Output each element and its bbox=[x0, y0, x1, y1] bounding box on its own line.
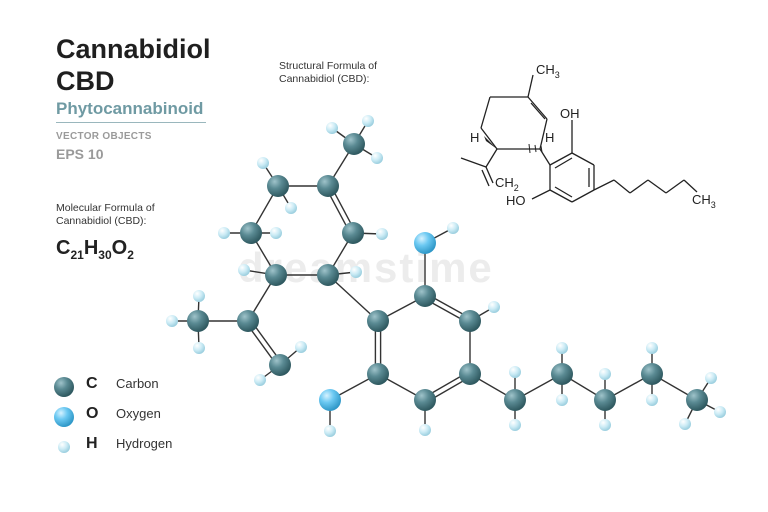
subtitle: Phytocannabinoid bbox=[56, 99, 204, 118]
wedge-left bbox=[484, 136, 497, 149]
hydrogen-atom bbox=[238, 264, 250, 276]
structural-formula-label: Structural Formula of Cannabidiol (CBD): bbox=[279, 60, 377, 86]
hydrogen-atom bbox=[599, 419, 611, 431]
hydrogen-atom bbox=[324, 425, 336, 437]
carbon-atom bbox=[414, 285, 436, 307]
hash-right bbox=[528, 143, 543, 154]
carbon-atom bbox=[187, 310, 209, 332]
carbon-atom bbox=[641, 363, 663, 385]
carbon-atom bbox=[342, 222, 364, 244]
formula-c: C bbox=[56, 237, 71, 259]
legend-carbon-symbol: C bbox=[86, 375, 98, 392]
hydrogen-atom bbox=[254, 374, 266, 386]
formula-c-count: 21 bbox=[70, 248, 84, 262]
molecular-formula-label-line-2: Cannabidiol (CBD): bbox=[56, 215, 147, 227]
hydrogen-atom bbox=[257, 157, 269, 169]
oxygen-swatch bbox=[54, 407, 74, 427]
hydrogen-atom bbox=[193, 290, 205, 302]
molecular-formula-label: Molecular Formula of Cannabidiol (CBD): bbox=[56, 202, 155, 228]
label-ho: HO bbox=[506, 193, 526, 208]
carbon-swatch bbox=[54, 377, 74, 397]
legend-carbon-name: Carbon bbox=[116, 376, 159, 391]
hydrogen-atom bbox=[285, 202, 297, 214]
title-line-1: Cannabidiol bbox=[56, 34, 211, 64]
label-oh: OH bbox=[560, 106, 580, 121]
formula-o-count: 2 bbox=[127, 248, 134, 262]
hydrogen-atom bbox=[705, 372, 717, 384]
carbon-atom bbox=[594, 389, 616, 411]
hydrogen-atom bbox=[646, 342, 658, 354]
label-ch2: CH2 bbox=[495, 175, 519, 193]
carbon-atom bbox=[237, 310, 259, 332]
legend-hydrogen-name: Hydrogen bbox=[116, 436, 173, 451]
carbon-atom bbox=[265, 264, 287, 286]
structural-formula-label-line-2: Cannabidiol (CBD): bbox=[279, 73, 370, 85]
carbon-atom bbox=[267, 175, 289, 197]
hydrogen-atom bbox=[270, 227, 282, 239]
label-h-right: H bbox=[545, 130, 554, 145]
legend-oxygen-symbol: O bbox=[86, 405, 99, 422]
hydrogen-atom bbox=[714, 406, 726, 418]
formula-h: H bbox=[83, 237, 99, 259]
carbon-atom bbox=[459, 363, 481, 385]
hydrogen-atom bbox=[376, 228, 388, 240]
hydrogen-atom bbox=[509, 419, 521, 431]
hydrogen-atom bbox=[447, 222, 459, 234]
carbon-atom bbox=[367, 363, 389, 385]
carbon-atom bbox=[343, 133, 365, 155]
hydrogen-atom bbox=[679, 418, 691, 430]
single-bond bbox=[327, 274, 379, 322]
hydrogen-atom bbox=[599, 368, 611, 380]
hydrogen-atom bbox=[419, 424, 431, 436]
carbon-atom bbox=[240, 222, 262, 244]
molecular-formula-label-line-1: Molecular Formula of bbox=[56, 202, 155, 214]
carbon-atom bbox=[504, 389, 526, 411]
label-h-left: H bbox=[470, 130, 479, 145]
hydrogen-atom bbox=[218, 227, 230, 239]
hydrogen-atom bbox=[556, 394, 568, 406]
vector-objects-label: VECTOR OBJECTS bbox=[56, 131, 152, 142]
carbon-atom bbox=[414, 389, 436, 411]
formula-o: O bbox=[111, 237, 128, 259]
hydrogen-atom bbox=[556, 342, 568, 354]
legend-hydrogen-symbol: H bbox=[86, 435, 98, 452]
carbon-atom bbox=[269, 354, 291, 376]
hydrogen-atom bbox=[362, 115, 374, 127]
atoms-group bbox=[166, 115, 726, 437]
legend-oxygen-name: Oxygen bbox=[116, 406, 161, 421]
hydrogen-atom bbox=[166, 315, 178, 327]
carbon-atom bbox=[686, 389, 708, 411]
hydrogen-atom bbox=[509, 366, 521, 378]
eps-label: EPS 10 bbox=[56, 146, 104, 162]
label-ch3-tail: CH3 bbox=[692, 192, 716, 210]
hydrogen-atom bbox=[371, 152, 383, 164]
formula-h-count: 30 bbox=[98, 248, 112, 262]
carbon-atom bbox=[367, 310, 389, 332]
carbon-atom bbox=[317, 264, 339, 286]
label-ch3-top: CH3 bbox=[536, 62, 560, 80]
carbon-atom bbox=[551, 363, 573, 385]
carbon-atom bbox=[459, 310, 481, 332]
oxygen-atom bbox=[414, 232, 436, 254]
divider bbox=[56, 122, 206, 123]
title-line-2: CBD bbox=[56, 66, 115, 96]
hydrogen-atom bbox=[350, 266, 362, 278]
hydrogen-atom bbox=[646, 394, 658, 406]
hydrogen-swatch bbox=[58, 441, 70, 453]
hydrogen-atom bbox=[295, 341, 307, 353]
carbon-atom bbox=[317, 175, 339, 197]
structural-formula-label-line-1: Structural Formula of bbox=[279, 60, 378, 72]
skeletal-bonds bbox=[460, 74, 698, 203]
molecular-formula: C21H30O2 bbox=[56, 237, 134, 262]
hydrogen-atom bbox=[488, 301, 500, 313]
hydrogen-atom bbox=[193, 342, 205, 354]
oxygen-atom bbox=[319, 389, 341, 411]
hydrogen-atom bbox=[326, 122, 338, 134]
